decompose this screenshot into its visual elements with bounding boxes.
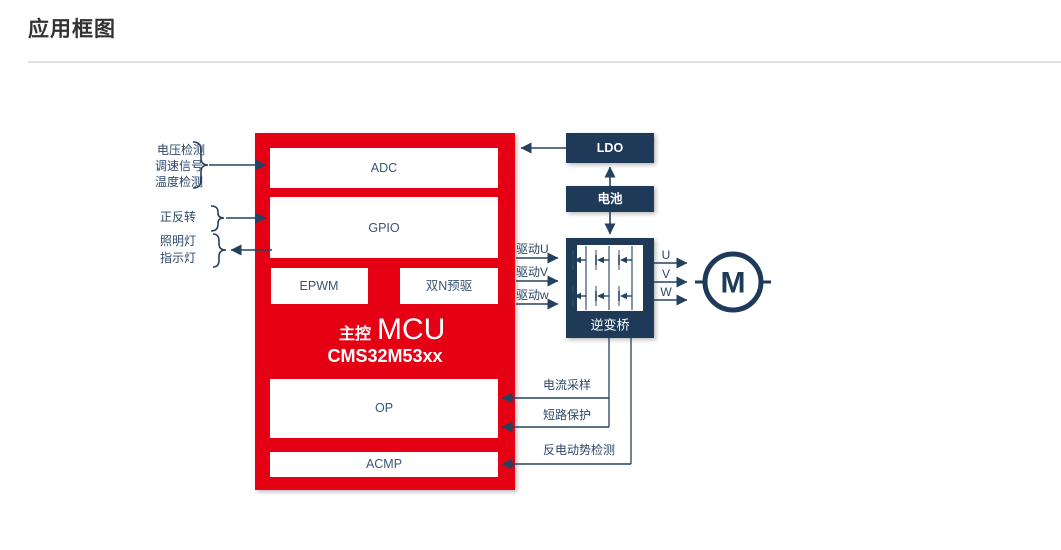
adc-input-label-3: 温度检测 <box>155 174 203 189</box>
acmp-block: ACMP <box>270 452 498 477</box>
epwm-block: EPWM <box>271 268 368 304</box>
adc-input-label-2: 调速信号 <box>155 159 203 173</box>
drive-w-label: 驱动w <box>516 288 549 302</box>
gpio-input-signal: 正反转 <box>160 205 267 232</box>
adc-input-signals: 电压检测 调速信号 温度检测 <box>155 141 267 189</box>
op-label: OP <box>375 401 393 415</box>
back-emf-detection-label: 反电动势检测 <box>543 442 615 457</box>
current-sampling-label: 电流采样 <box>543 377 591 392</box>
page-title: 应用框图 <box>28 18 116 41</box>
drive-u-label: 驱动U <box>516 242 549 256</box>
epwm-label: EPWM <box>300 279 339 293</box>
inverter-bridge-label: 逆变桥 <box>590 318 629 333</box>
short-circuit-protection-label: 短路保护 <box>543 407 591 422</box>
inverter-bridge-block: 逆变桥 <box>566 238 654 338</box>
mcu-part-number: CMS32M53xx <box>327 346 442 366</box>
adc-label: ADC <box>371 161 397 175</box>
gpio-label: GPIO <box>368 221 400 235</box>
mosfet-panel <box>577 245 643 311</box>
mcu-title-prefix: 主控 <box>339 324 371 343</box>
phase-w-label: W <box>660 285 672 299</box>
phase-u-label: U <box>662 248 671 262</box>
gpio-input-brace <box>210 205 225 232</box>
acmp-label: ACMP <box>366 457 402 471</box>
motor-symbol: M <box>695 251 771 313</box>
mosfet-grid <box>572 246 633 310</box>
gpio-output-signals: 照明灯 指示灯 <box>160 233 272 268</box>
gpio-output-label-2: 指示灯 <box>160 250 196 265</box>
title-divider <box>28 61 1061 63</box>
battery-label: 电池 <box>597 191 623 206</box>
dual-n-predriver-label: 双N预驱 <box>426 279 473 293</box>
ldo-label: LDO <box>597 141 624 155</box>
drive-signals: 驱动U 驱动V 驱动w <box>516 242 559 310</box>
phase-v-label: V <box>662 267 670 281</box>
feedback-signals: 电流采样 短路保护 反电动势检测 <box>501 338 632 470</box>
gpio-input-label: 正反转 <box>160 209 196 224</box>
adc-block: ADC <box>270 148 498 188</box>
op-block: OP <box>270 379 498 438</box>
gpio-block: GPIO <box>270 197 498 258</box>
adc-input-label-1: 电压检测 <box>157 142 205 157</box>
motor-label: M <box>721 267 746 300</box>
ldo-block: LDO <box>566 133 654 163</box>
adc-input-brace <box>192 141 209 189</box>
power-chain: LDO 电池 <box>520 133 654 235</box>
phase-outputs: U V W <box>654 248 688 306</box>
gpio-output-brace <box>212 233 227 268</box>
mcu-block: ADC GPIO EPWM 双N预驱 主控 MCU CMS32M53xx OP … <box>255 133 515 490</box>
dual-n-predriver-block: 双N预驱 <box>400 268 498 304</box>
gpio-output-label-1: 照明灯 <box>160 234 196 248</box>
mcu-title-main: MCU <box>377 313 445 346</box>
battery-block: 电池 <box>566 186 654 212</box>
drive-v-label: 驱动V <box>516 265 548 279</box>
